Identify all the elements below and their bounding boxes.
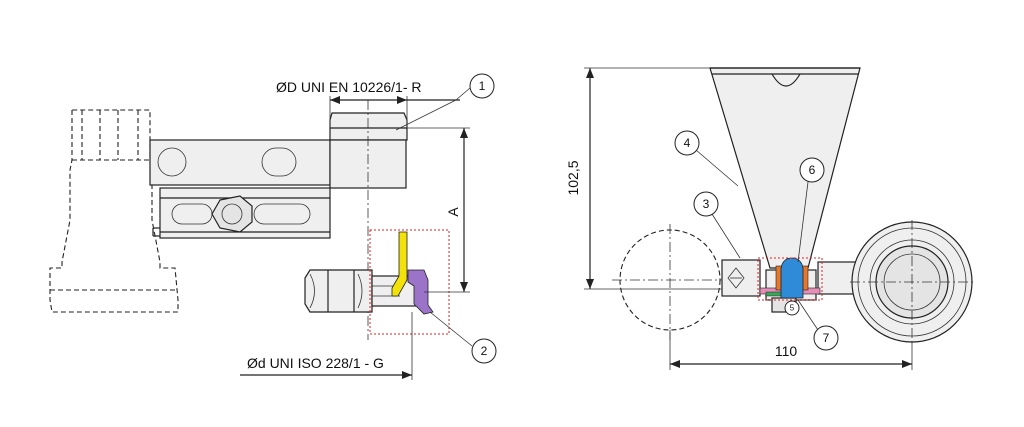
width-label: 110 bbox=[775, 343, 798, 359]
dimension-a-label: A bbox=[445, 207, 461, 217]
callout-1-label: 1 bbox=[479, 79, 486, 93]
callout-3-label: 3 bbox=[703, 197, 710, 211]
top-diameter-label: ØD UNI EN 10226/1- R bbox=[276, 79, 422, 95]
dimension-a: A bbox=[407, 127, 470, 293]
dimension-height: 102,5 bbox=[565, 67, 722, 290]
callout-4: 4 bbox=[674, 130, 739, 187]
pipe-ring bbox=[850, 220, 974, 344]
callout-6: 6 bbox=[797, 157, 825, 263]
seal-purple bbox=[407, 269, 434, 315]
callout-7: 7 bbox=[797, 299, 839, 351]
callout-5-label: 5 bbox=[790, 304, 795, 313]
left-view: A ØD UNI EN 10226/1- R Ød UNI ISO 228/1 … bbox=[49, 73, 497, 380]
callout-5: 5 bbox=[784, 300, 800, 316]
dimension-top-diameter: ØD UNI EN 10226/1- R bbox=[276, 79, 460, 128]
right-view: 102,5 110 3 4 5 bbox=[565, 67, 974, 370]
detail-box-right bbox=[757, 257, 823, 301]
seal-yellow bbox=[391, 231, 408, 297]
mounting-plate bbox=[152, 187, 331, 239]
dimension-bottom-diameter: Ød UNI ISO 228/1 - G bbox=[240, 312, 413, 380]
valve-body bbox=[329, 100, 408, 340]
callout-2: 2 bbox=[429, 311, 497, 364]
cap-blue bbox=[780, 257, 804, 299]
upper-bracket bbox=[149, 139, 331, 186]
callout-1: 1 bbox=[395, 73, 495, 131]
callout-2-label: 2 bbox=[481, 344, 488, 358]
central-fitting bbox=[759, 257, 821, 313]
callout-6-label: 6 bbox=[809, 163, 816, 177]
dimension-width: 110 bbox=[669, 330, 913, 370]
ring-green bbox=[765, 291, 783, 297]
bottom-diameter-label: Ød UNI ISO 228/1 - G bbox=[247, 355, 384, 371]
bolt-head bbox=[211, 195, 253, 233]
conical-hopper bbox=[709, 67, 861, 269]
callout-3: 3 bbox=[693, 191, 741, 259]
detail-box bbox=[369, 229, 450, 335]
hex-nut bbox=[304, 269, 373, 313]
height-label: 102,5 bbox=[565, 160, 581, 195]
callout-4-label: 4 bbox=[684, 136, 691, 150]
callout-7-label: 7 bbox=[823, 331, 830, 345]
